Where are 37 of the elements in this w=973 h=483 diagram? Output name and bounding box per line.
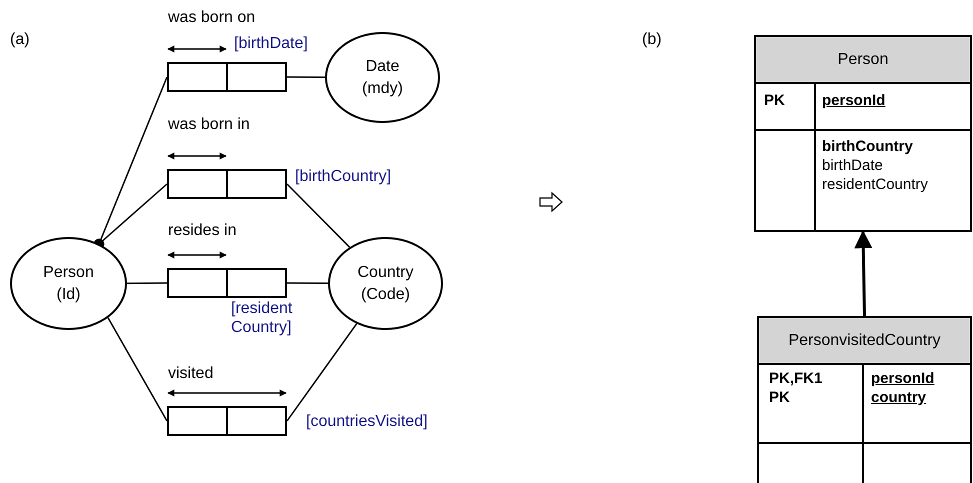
panel-label: (b)	[642, 30, 662, 50]
attribute: birthDate	[822, 157, 883, 175]
fact-reading: resides in	[168, 221, 238, 240]
connector-line	[287, 76, 325, 78]
table-title: PersonvisitedCountry	[759, 318, 970, 365]
role-name: [countriesVisited]	[306, 412, 429, 432]
fact-reading: was born in	[168, 115, 251, 134]
fact-type-box	[167, 268, 287, 298]
column-key: PK	[769, 389, 790, 407]
role-name: [birthCountry]	[295, 167, 392, 186]
fact-type-box	[167, 169, 287, 199]
arrow	[854, 230, 872, 316]
connector-line	[286, 183, 350, 248]
column-key: PK,FK1	[769, 370, 822, 388]
connector-line	[287, 282, 328, 284]
primary-key-attribute: personId	[822, 92, 886, 110]
role-name: [birthDate]	[234, 34, 309, 54]
connector-line	[107, 317, 168, 422]
entity-name: Date (mdy)	[361, 56, 404, 98]
fact-type-box	[167, 406, 287, 436]
connector-line	[286, 323, 358, 422]
entity-name: Country (Code)	[356, 262, 415, 304]
fact-reading: was born on	[168, 8, 256, 28]
attribute: birthCountry	[822, 138, 913, 156]
table-box	[757, 316, 972, 483]
attribute: residentCountry	[822, 176, 928, 194]
connector-line	[127, 282, 167, 284]
primary-key-attribute: personId	[871, 370, 934, 388]
entity-name: Person (Id)	[42, 262, 95, 304]
table-box	[754, 35, 972, 232]
fact-type-box	[167, 62, 287, 92]
fact-reading: visited	[168, 364, 214, 384]
role-name: [resident Country]	[231, 299, 294, 338]
primary-key-attribute: country	[871, 389, 926, 407]
table-title: Person	[756, 37, 970, 84]
column-key: PK	[764, 92, 785, 110]
panel-label: (a)	[10, 30, 30, 50]
